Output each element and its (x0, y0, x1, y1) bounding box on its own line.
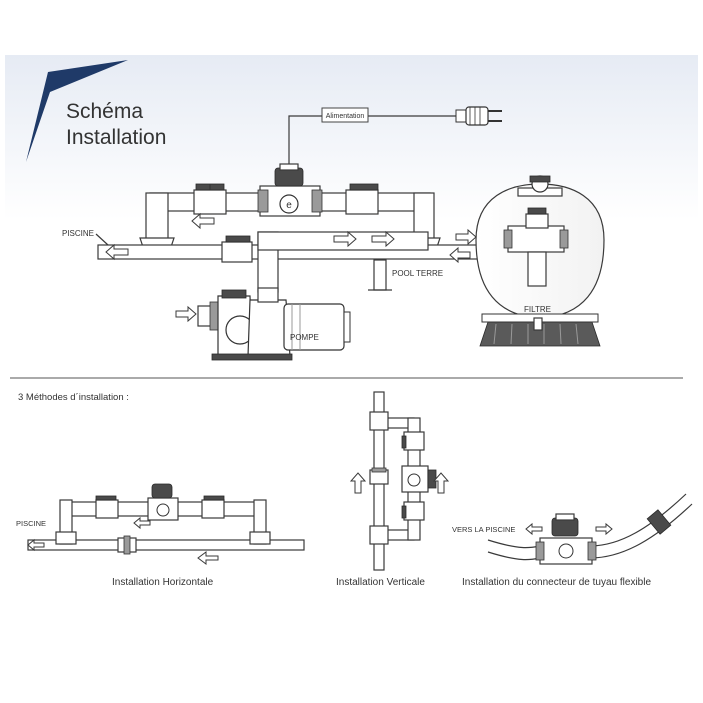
valve-upper-left (193, 183, 227, 215)
flexible-caption: Installation du connecteur de tuyau flex… (462, 577, 651, 588)
svg-text:e: e (286, 200, 292, 211)
vertical-caption: Installation Verticale (336, 577, 425, 588)
flexible-installation (487, 493, 693, 565)
arrow-pump-inlet (175, 305, 197, 323)
piscine-leader (95, 233, 109, 246)
horizontal-installation (27, 483, 305, 565)
pompe-label: POMPE (290, 333, 319, 342)
horizontal-piscine-label: PISCINE (16, 519, 46, 528)
plug-icon (455, 106, 502, 126)
alimentation-box (321, 107, 369, 123)
title-line-2: Installation (66, 126, 166, 149)
arrow-right-filter (455, 228, 477, 246)
pump (197, 287, 351, 361)
valve-unit-top: e (257, 163, 323, 217)
alimentation-label: Alimentation (326, 113, 365, 120)
methods-heading: 3 Méthodes d´installation : (18, 392, 129, 403)
valve-upper-right (345, 183, 379, 215)
title-line-1: Schéma (66, 100, 143, 123)
arrow-left-main (105, 243, 129, 261)
vertical-installation (349, 391, 450, 571)
support-leg (373, 259, 387, 291)
power-cable (288, 115, 322, 170)
filtre-label: FILTRE (524, 305, 551, 314)
valve-lower (221, 235, 253, 263)
arrow-left-upper (191, 212, 215, 230)
pool-terre-label: POOL TERRE (392, 269, 443, 278)
arrow-right-main-2 (371, 230, 395, 248)
filter-tank (475, 175, 605, 347)
arrow-right-main (333, 230, 357, 248)
top-diagram: Alimentation (62, 106, 605, 361)
flexible-label: VERS LA PISCINE (452, 525, 515, 534)
logo-swoosh-icon (26, 60, 128, 162)
horizontal-caption: Installation Horizontale (112, 577, 214, 588)
arrow-left-filter (449, 246, 471, 264)
piscine-label-top: PISCINE (62, 229, 94, 238)
